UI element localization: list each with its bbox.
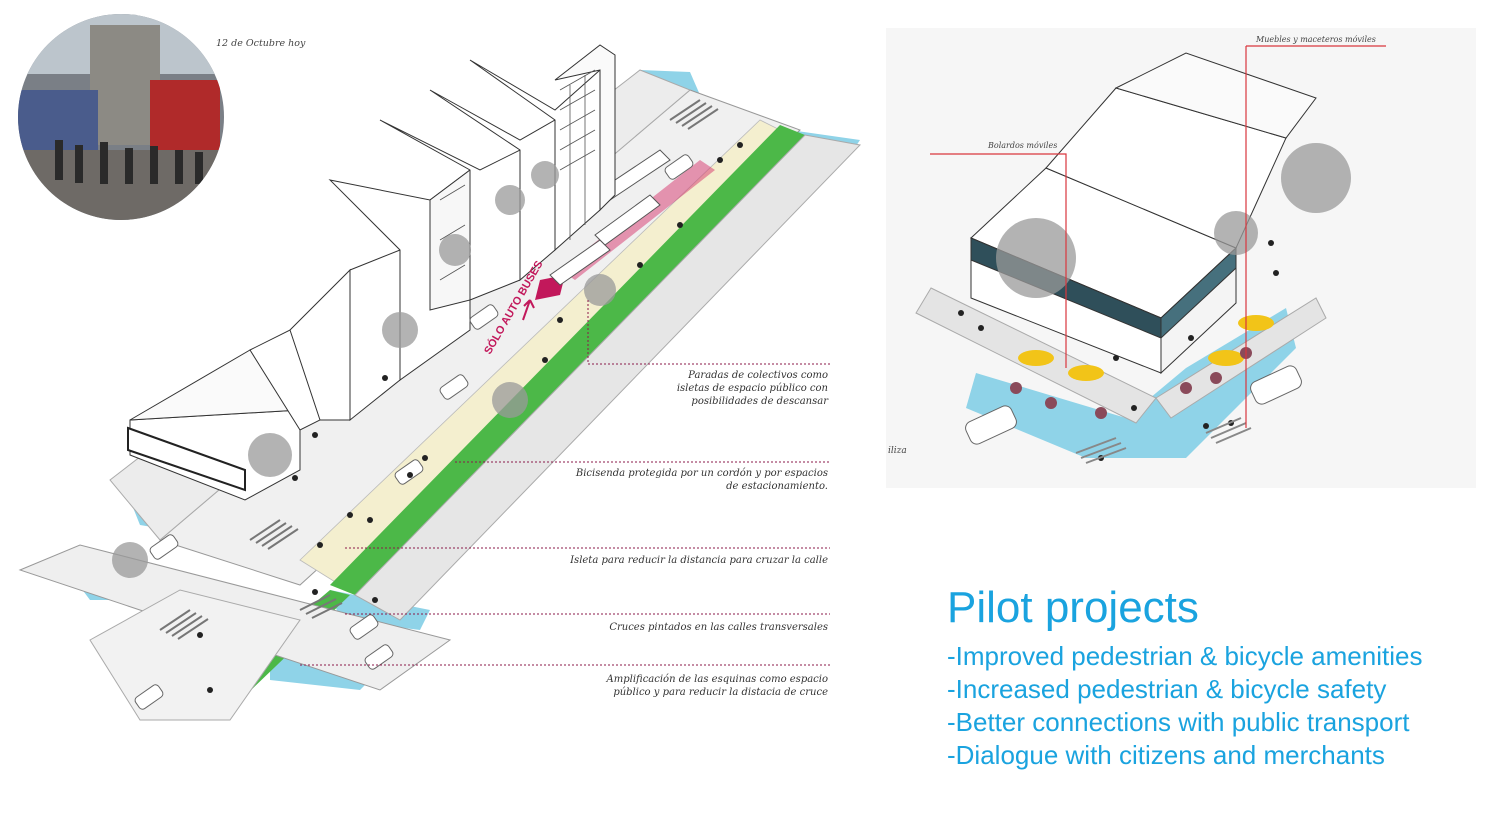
label-bollards: Bolardos móviles xyxy=(988,141,1058,150)
planters xyxy=(1010,347,1252,419)
crosswalks xyxy=(159,99,719,640)
umbrellas xyxy=(1018,315,1274,381)
corner-trees xyxy=(996,143,1351,298)
photo-caption: 12 de Octubre hoy xyxy=(216,38,306,49)
corner-axonometric-diagram xyxy=(886,28,1476,488)
pilot-projects-list: -Improved pedestrian & bicycle amenities… xyxy=(947,640,1422,772)
bus-arrow xyxy=(522,299,535,321)
pilot-item-transport: -Better connections with public transpor… xyxy=(947,707,1410,737)
annotation-bike-lane: Bicisenda protegida por un cordón y por … xyxy=(575,468,828,492)
street-axonometric-diagram: SÓLO AUTO BUSES xyxy=(18,14,862,721)
bike-lane xyxy=(330,125,805,595)
corner-cars xyxy=(965,365,1302,445)
corner-callout-lines xyxy=(930,45,1386,428)
callout-lines xyxy=(300,300,830,666)
edge-text: iliza xyxy=(888,446,907,456)
pilot-item-safety: -Increased pedestrian & bicycle safety xyxy=(947,674,1387,704)
corner-plaza-blue xyxy=(966,308,1296,458)
pilot-item-dialogue: -Dialogue with citizens and merchants xyxy=(947,740,1385,770)
label-furniture: Muebles y maceteros móviles xyxy=(1256,35,1376,44)
annotation-crossings: Cruces pintados en las calles transversa… xyxy=(609,622,828,633)
annotation-island: Isleta para reducir la distancia para cr… xyxy=(570,555,828,566)
sidewalk-right xyxy=(354,134,862,621)
pilot-projects-title: Pilot projects xyxy=(947,583,1199,632)
lower-street xyxy=(89,589,301,721)
trees xyxy=(112,161,616,578)
annotation-bus-stops: Paradas de colectivos como isletas de es… xyxy=(676,370,828,407)
parked-cars xyxy=(134,154,694,710)
corner-crosswalks xyxy=(1075,417,1252,464)
window-lines xyxy=(439,69,596,281)
annotation-corners: Amplificación de las esquinas como espac… xyxy=(606,674,828,698)
buses xyxy=(549,149,671,286)
people xyxy=(197,142,743,693)
street-photo xyxy=(18,14,224,220)
pilot-item-amenities: -Improved pedestrian & bicycle amenities xyxy=(947,641,1423,671)
buildings xyxy=(127,44,616,501)
